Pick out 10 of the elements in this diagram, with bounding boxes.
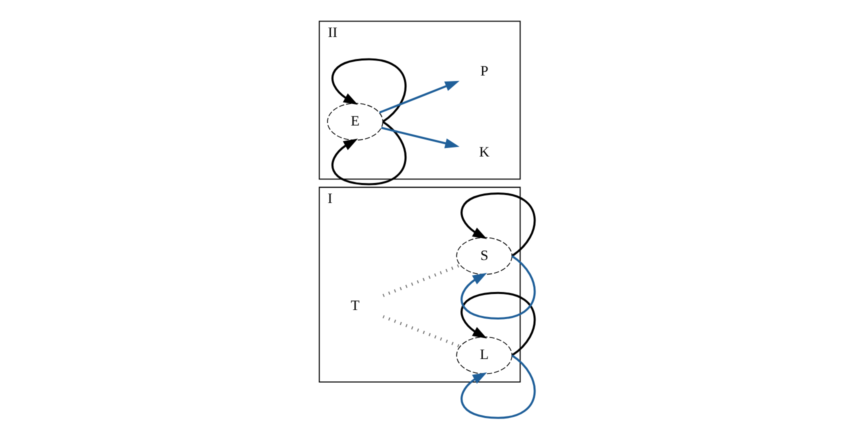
node-text: P — [480, 62, 488, 79]
node-text: T — [350, 297, 360, 314]
node-ellipse: L — [456, 336, 512, 374]
node-ellipse: S — [456, 236, 512, 274]
arrow — [381, 126, 460, 148]
node-text: K — [479, 144, 490, 160]
connector — [382, 314, 460, 348]
connector — [382, 263, 461, 296]
arrow — [379, 80, 460, 113]
node-ellipse: E — [327, 102, 384, 140]
